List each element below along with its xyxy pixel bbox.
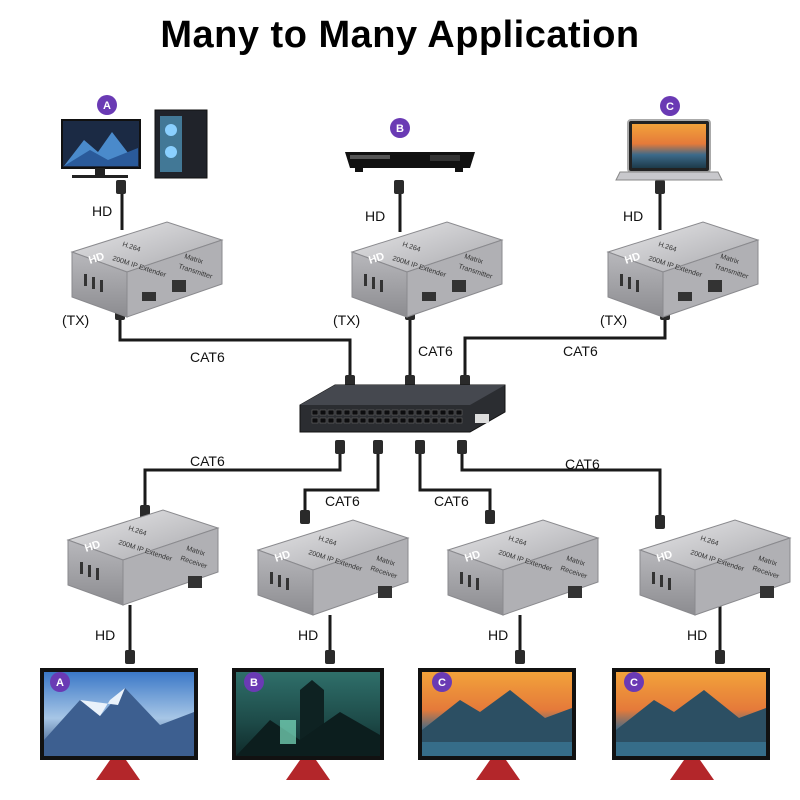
cable-rx-2 xyxy=(303,440,380,520)
hd-label-rx-3: HD xyxy=(488,627,508,643)
hd-label-b: HD xyxy=(365,208,385,224)
rx-1-logo: HD xyxy=(83,539,102,555)
rx-2-logo: HD xyxy=(273,549,292,565)
switch-ports xyxy=(311,409,463,424)
tx-label-c: (TX) xyxy=(600,312,627,328)
tx-b-rj45-port-icon xyxy=(452,280,466,292)
tx-c-hdmi-port-icon xyxy=(678,292,692,301)
hd-label-c: HD xyxy=(623,208,643,224)
cable-rx-1 xyxy=(143,440,342,510)
hd-label-a: HD xyxy=(92,203,112,219)
cable-tx-left xyxy=(118,310,352,385)
tx-a-rj45-port-icon xyxy=(172,280,186,292)
hd-label-rx-1: HD xyxy=(95,627,115,643)
cable-label-rx-3: CAT6 xyxy=(434,493,469,509)
rx-1-rj45-port-icon xyxy=(188,576,202,588)
badge-a: A xyxy=(97,95,117,115)
rx-3-rj45-port-icon xyxy=(568,586,582,598)
network-switch xyxy=(299,384,506,433)
badge-a-label: A xyxy=(103,100,111,112)
badge-b: B xyxy=(390,118,410,138)
pc-tower xyxy=(154,109,208,179)
source-c: C HD (TX) xyxy=(600,96,723,328)
cable-label-rx-4: CAT6 xyxy=(565,456,600,472)
display-monitor-4: C xyxy=(612,668,770,780)
transmitter-b: HD H.264 200M IP Extender Matrix Transmi… xyxy=(351,221,503,318)
display-monitor-1: A xyxy=(40,668,198,780)
rx-4-rj45-port-icon xyxy=(760,586,774,598)
badge-b-label: B xyxy=(396,123,404,135)
tx-c-logo: HD xyxy=(623,251,642,267)
badge-rx-3: C xyxy=(432,672,452,692)
badge-rx-1: A xyxy=(50,672,70,692)
tx-label-b: (TX) xyxy=(333,312,360,328)
rx-4-logo: HD xyxy=(655,549,674,565)
tx-a-logo: HD xyxy=(87,251,106,267)
tx-b-logo: HD xyxy=(367,251,386,267)
receiver-2: HD H.264 200M IP Extender Matrix Receive… xyxy=(257,519,409,616)
badge-c: C xyxy=(660,96,680,116)
badge-rx-2-label: B xyxy=(250,677,258,689)
badge-rx-4-label: C xyxy=(630,677,638,689)
transmitter-c: HD H.264 200M IP Extender Matrix Transmi… xyxy=(607,221,759,318)
cable-label-tx-left: CAT6 xyxy=(190,349,225,365)
rx-2-rj45-port-icon xyxy=(378,586,392,598)
page-title: Many to Many Application xyxy=(160,14,640,56)
source-a: A HD (TX) xyxy=(61,95,208,328)
badge-rx-1-label: A xyxy=(56,677,64,689)
cable-tx-right xyxy=(463,310,667,385)
cable-label-tx-mid: CAT6 xyxy=(418,343,453,359)
switch-uplink-port-icon xyxy=(475,414,489,423)
tx-a-hdmi-port-icon xyxy=(142,292,156,301)
display-monitor-3: C xyxy=(418,668,576,780)
receiver-3: HD H.264 200M IP Extender Matrix Receive… xyxy=(447,519,599,616)
badge-c-label: C xyxy=(666,101,674,113)
display-monitor-2: B xyxy=(232,668,384,780)
cable-label-rx-1: CAT6 xyxy=(190,453,225,469)
cable-label-tx-right: CAT6 xyxy=(563,343,598,359)
source-a-monitor xyxy=(61,119,141,178)
hd-label-rx-4: HD xyxy=(687,627,707,643)
tx-b-hdmi-port-icon xyxy=(422,292,436,301)
tx-label-a: (TX) xyxy=(62,312,89,328)
receiver-1: HD H.264 200M IP Extender Matrix Receive… xyxy=(67,509,219,606)
tx-c-rj45-port-icon xyxy=(708,280,722,292)
receiver-4: HD H.264 200M IP Extender Matrix Receive… xyxy=(639,519,791,616)
rx-3-logo: HD xyxy=(463,549,482,565)
transmitter-a: HD H.264 200M IP Extender Matrix Transmi… xyxy=(71,221,223,318)
cable-label-rx-2: CAT6 xyxy=(325,493,360,509)
dvd-player xyxy=(345,152,475,172)
source-b: B HD (TX) xyxy=(333,118,475,328)
badge-rx-4: C xyxy=(624,672,644,692)
hd-label-rx-2: HD xyxy=(298,627,318,643)
cable-rx-3 xyxy=(418,440,492,520)
laptop xyxy=(615,119,723,181)
badge-rx-2: B xyxy=(244,672,264,692)
badge-rx-3-label: C xyxy=(438,677,446,689)
cable-rx-4 xyxy=(460,440,662,525)
